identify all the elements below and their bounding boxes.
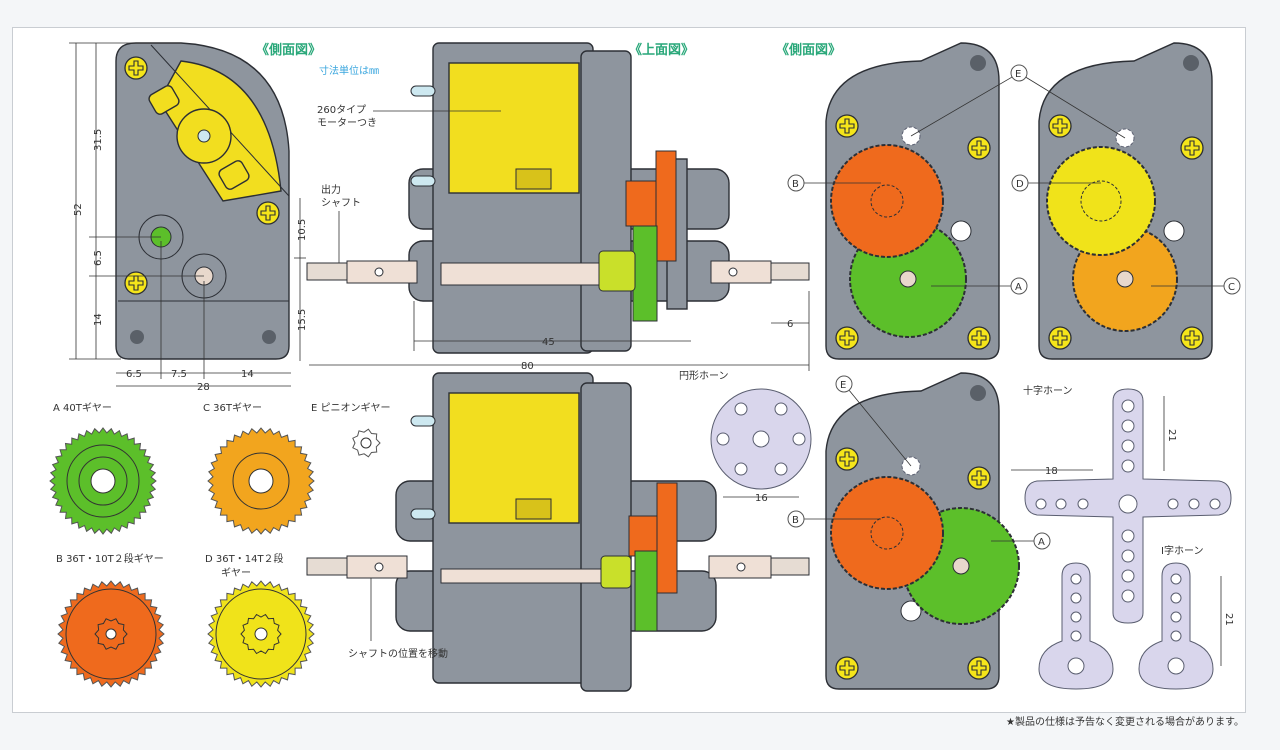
dim-upper: 31.5 <box>93 129 104 151</box>
side-view-gears-b-a <box>825 42 1000 360</box>
screw-icon <box>1180 136 1204 160</box>
gear-e-part <box>352 428 381 458</box>
svg-text:B: B <box>792 179 799 190</box>
i-horn-label: I字ホーン <box>1161 544 1203 557</box>
screw-icon <box>1048 326 1072 350</box>
screw-icon <box>835 447 859 471</box>
dim-middle: 6.5 <box>93 250 104 266</box>
gear-a-part <box>49 427 157 535</box>
callout-e-top: E <box>1010 64 1028 82</box>
svg-text:A: A <box>1038 537 1045 548</box>
screw-icon <box>835 656 859 680</box>
screw-icon <box>967 656 991 680</box>
gear-d-label-line1: D 36T・14T２段 <box>205 552 284 565</box>
callout-d: D <box>1011 174 1029 192</box>
heading-top-view: 《上面図》 <box>629 42 694 58</box>
screw-icon <box>1048 114 1072 138</box>
unit-note: 寸法単位は㎜ <box>319 64 379 77</box>
side-view-housing <box>115 42 290 360</box>
round-horn <box>710 388 812 498</box>
svg-text:E: E <box>840 380 846 391</box>
dim-cross-21: 21 <box>1166 429 1177 442</box>
gear-c-label: C 36Tギヤー <box>203 402 262 414</box>
dim-80: 80 <box>521 361 534 372</box>
dim-45: 45 <box>542 337 555 348</box>
dim-bottom-a: 6.5 <box>126 369 142 380</box>
callout-e-bottom: E <box>835 375 853 393</box>
heading-side-view-right: 《側面図》 <box>776 42 841 58</box>
dim-bottom-c: 14 <box>241 369 254 380</box>
dim-right-upper: 10.5 <box>297 219 308 241</box>
gear-parts <box>49 427 381 688</box>
dim-bottom-b: 7.5 <box>171 369 187 380</box>
cross-horn-label: 十字ホーン <box>1023 384 1073 397</box>
dim-right-lower: 15.5 <box>297 309 308 331</box>
diagram-sheet: 《側面図》 《上面図》 《側面図》 52 31.5 6.5 <box>12 27 1246 713</box>
gear-b-part <box>57 580 165 688</box>
dim-total-height: 52 <box>73 203 84 216</box>
gear-d-part <box>207 580 315 688</box>
gear-d-label-line2: ギヤー <box>221 567 251 579</box>
side-view-gears-b-a-alt <box>825 372 1020 690</box>
heading-side-view-left: 《側面図》 <box>256 42 321 58</box>
screw-icon <box>967 326 991 350</box>
svg-text:B: B <box>792 515 799 526</box>
svg-text:D: D <box>1016 179 1024 190</box>
side-view-dimensions <box>69 42 306 387</box>
side-view-gears-d-c <box>1038 42 1213 360</box>
footnote: ★製品の仕様は予告なく変更される場合があります。 <box>1006 717 1244 728</box>
dim-18: 18 <box>1045 466 1058 477</box>
svg-text:E: E <box>1015 69 1021 80</box>
dim-6: 6 <box>787 319 793 330</box>
top-view-lower <box>306 372 810 692</box>
move-shaft-note: シャフトの位置を移動 <box>348 647 448 660</box>
top-view-upper <box>306 42 810 354</box>
screw-icon <box>124 56 148 80</box>
gear-a-label: A 40Tギヤー <box>53 402 112 414</box>
gear-b-label: B 36T・10T２段ギヤー <box>56 552 164 565</box>
round-horn-label: 円形ホーン <box>679 370 729 382</box>
screw-icon <box>124 271 148 295</box>
callout-c: C <box>1223 277 1241 295</box>
callout-b-top: B <box>787 174 805 192</box>
dim-i-21: 21 <box>1223 613 1234 626</box>
callout-a-top: A <box>1010 277 1028 295</box>
screw-icon <box>967 136 991 160</box>
dim-lower: 14 <box>93 313 104 326</box>
top-view-dimensions <box>309 291 810 371</box>
callout-b-bottom: B <box>787 510 805 528</box>
gear-e-label: E ピニオンギヤー <box>311 402 391 414</box>
svg-text:A: A <box>1015 282 1022 293</box>
motor-label-line2: モーターつき <box>317 117 377 129</box>
i-horn-left <box>1038 562 1114 690</box>
dim-16: 16 <box>755 493 768 504</box>
i-horn-right <box>1138 562 1222 690</box>
output-shaft-line2: シャフト <box>321 198 361 209</box>
callout-a-bottom: A <box>1033 532 1051 550</box>
screw-icon <box>835 326 859 350</box>
screw-icon <box>835 114 859 138</box>
motor-label-line1: 260タイプ <box>317 104 366 116</box>
screw-icon <box>967 466 991 490</box>
screw-icon <box>256 201 280 225</box>
cross-horn <box>1011 388 1232 624</box>
callouts <box>804 72 1224 542</box>
output-shaft-line1: 出力 <box>321 183 341 196</box>
gear-c-part <box>207 427 315 535</box>
gearbox-diagram: 《側面図》 《上面図》 《側面図》 52 31.5 6.5 <box>49 42 1241 692</box>
screw-icon <box>1180 326 1204 350</box>
dim-bottom-total: 28 <box>197 382 210 393</box>
svg-text:C: C <box>1228 282 1235 293</box>
